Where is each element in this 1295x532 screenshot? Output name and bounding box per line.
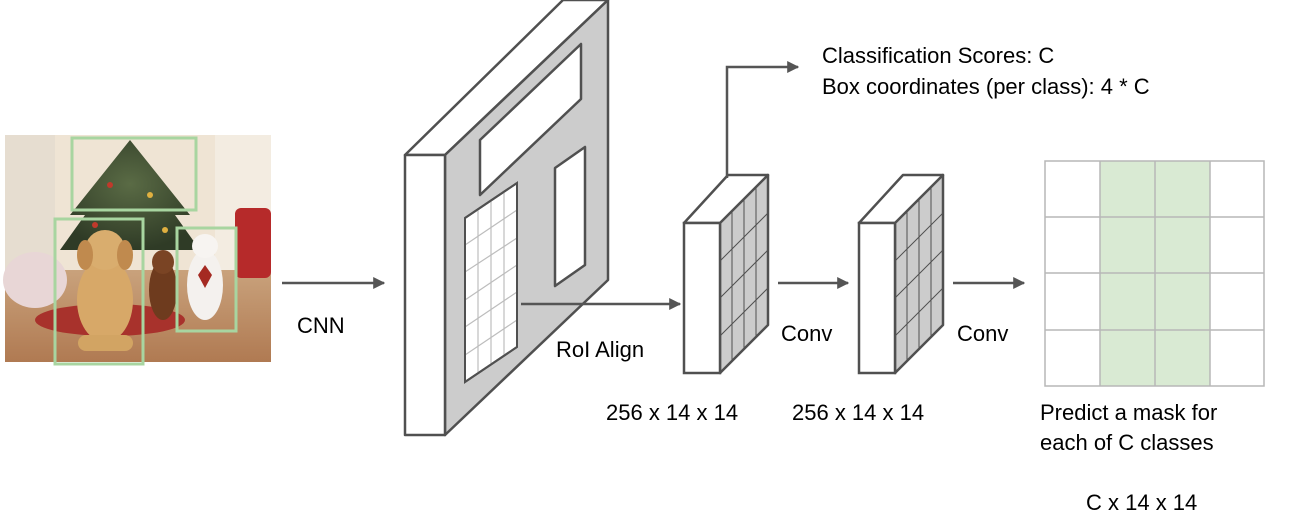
predict-mask-label-2: each of C classes [1040, 430, 1214, 455]
arrow-icon [725, 61, 800, 178]
detection-box-cat [175, 226, 238, 333]
classification-scores-label: Classification Scores: C [822, 43, 1054, 68]
detection-box-tree [70, 136, 198, 212]
feature-region-top [478, 42, 583, 197]
box-coordinates-label: Box coordinates (per class): 4 * C [822, 74, 1150, 99]
dog-golden [77, 258, 133, 342]
mask-grid [1044, 160, 1265, 387]
roi-feature-block [682, 173, 770, 375]
predict-mask-label-1: Predict a mask for [1040, 400, 1217, 425]
dog-brown [149, 260, 177, 320]
conv-label-2: Conv [957, 321, 1008, 346]
detection-box-dog [53, 217, 145, 366]
roi-grid [464, 181, 518, 384]
dims-label-1: 256 x 14 x 14 [606, 400, 738, 425]
cnn-label: CNN [297, 313, 345, 338]
dims-label-2: 256 x 14 x 14 [792, 400, 924, 425]
feature-region-right [553, 145, 587, 288]
conv-label-1: Conv [781, 321, 832, 346]
conv-feature-block [857, 173, 945, 375]
roi-align-label: RoI Align [556, 337, 644, 362]
mask-dims-label: C x 14 x 14 [1086, 490, 1197, 515]
input-photo [3, 135, 271, 366]
